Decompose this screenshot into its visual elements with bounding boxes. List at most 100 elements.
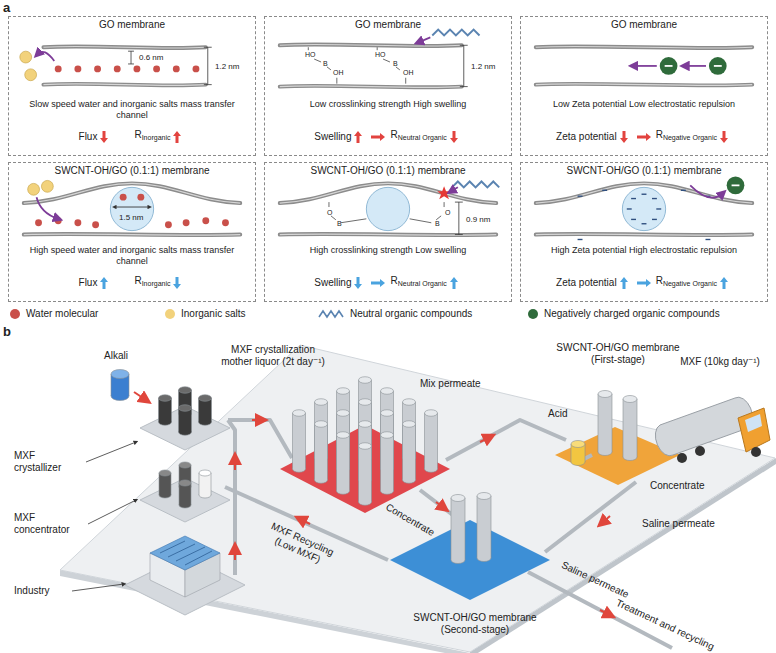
tank <box>403 421 416 484</box>
panel-title: SWCNT-OH/GO (0.1:1) membrane <box>566 165 721 176</box>
rejection-subscript: Neutral Organic <box>398 280 447 287</box>
rejection-symbol: R <box>390 275 397 286</box>
panel-letter: a <box>3 0 10 15</box>
trend-arrow <box>354 131 362 143</box>
legend-zigzag <box>318 309 344 319</box>
tank <box>571 441 585 466</box>
dimension-label: O <box>327 209 332 216</box>
tank <box>179 480 191 508</box>
panel-description: High crosslinking strength Low swelling <box>310 245 467 255</box>
legend-text: Inorganic salts <box>181 308 245 320</box>
rejection-symbol: R <box>134 129 141 140</box>
label-wrap: Industry <box>14 585 50 597</box>
label-wrap: Saline permeate <box>642 518 715 530</box>
dimension-label: 0.6 nm <box>139 53 163 62</box>
dimension-label: HO <box>305 51 316 58</box>
panel-description: Low Zeta potential Low electrostatic rep… <box>553 99 735 109</box>
effect-arrow <box>637 133 651 141</box>
legend-text: Water molecular <box>26 308 98 320</box>
rejection-subscript: Inorganic <box>142 280 171 287</box>
property-name: Zeta potential <box>556 277 617 289</box>
effect-row: FluxRInorganic <box>9 129 255 144</box>
title-wrap: GO membrane <box>265 19 511 31</box>
panel-box: GO membraneLow Zeta potential Low electr… <box>520 16 768 156</box>
label-wrap: OH <box>403 69 414 77</box>
panel-box: GO membraneSlow speed water and inorgani… <box>8 16 256 156</box>
rejection-subscript: Negative Organic <box>663 280 717 287</box>
dimension-label: B <box>393 60 398 67</box>
effect-arrow <box>637 279 651 287</box>
title-wrap: SWCNT-OH/GO (0.1:1) membrane <box>9 165 255 177</box>
legend-swatch <box>10 309 20 319</box>
process-label: MXF crystallizer <box>14 450 61 473</box>
legend-item: Inorganic salts <box>165 308 245 320</box>
legend-swatch <box>165 309 175 319</box>
trend-arrow <box>720 131 728 143</box>
panel-box: SWCNT-OH/GO (0.1:1) membraneHigh crossli… <box>264 162 512 302</box>
dimension-label: 1.2 nm <box>471 62 495 71</box>
desc-wrap: High Zeta potential High electrostatic r… <box>525 245 763 256</box>
panel-description: High Zeta potential High electrostatic r… <box>551 245 737 255</box>
desc-wrap: High crosslinking strength Low swelling <box>269 245 507 256</box>
label-wrap: Acid <box>548 408 567 420</box>
dimension-label: 1.2 nm <box>215 62 239 71</box>
tank <box>451 495 465 564</box>
membrane-illustration <box>265 163 511 253</box>
property-name: Swelling <box>314 277 351 289</box>
title-wrap: SWCNT-OH/GO (0.1:1) membrane <box>265 165 511 177</box>
trend-arrow <box>720 277 728 289</box>
process-label: MXF (10kg day⁻¹) <box>680 356 760 367</box>
legend-text: Neutral organic compounds <box>350 308 472 320</box>
tank <box>381 432 394 495</box>
label-wrap: MXF concentrator <box>14 512 86 536</box>
dimension-label: B <box>435 220 440 227</box>
tank <box>111 370 129 401</box>
process-label: MXF concentrator <box>14 512 70 535</box>
legend-item: Water molecular <box>10 308 98 320</box>
legend-text: Negatively charged organic compounds <box>544 308 720 320</box>
effect-arrow <box>371 279 385 287</box>
process-label: Concentrate <box>650 480 704 491</box>
process-label: SWCNT-OH/GO membrane (First-stage) <box>556 342 679 365</box>
label-wrap: O <box>327 209 332 217</box>
label-wrap: 1.2 nm <box>471 62 495 72</box>
panel-title: SWCNT-OH/GO (0.1:1) membrane <box>54 165 209 176</box>
process-label: Acid <box>548 408 567 419</box>
trend-arrow <box>620 131 628 143</box>
process-label: Mix permeate <box>420 378 481 389</box>
panel-title: SWCNT-OH/GO (0.1:1) membrane <box>310 165 465 176</box>
panel-letter: b <box>3 324 11 339</box>
trend-arrow <box>100 277 108 289</box>
trend-arrow <box>173 131 181 143</box>
label-wrap: SWCNT-OH/GO membrane (First-stage) <box>548 342 688 366</box>
rejection-wrap: RNegative Organic <box>656 129 717 144</box>
label-wrap: Mix permeate <box>420 378 481 390</box>
process-label: Industry <box>14 585 50 596</box>
rejection-symbol: R <box>390 129 397 140</box>
process-label: Saline permeate <box>642 518 715 529</box>
label-wrap: 1.5 nm <box>119 213 143 223</box>
tank <box>623 396 637 461</box>
rejection-wrap: RInorganic <box>134 275 170 290</box>
label-wrap: 1.2 nm <box>215 62 239 72</box>
desc-wrap: Low Zeta potential Low electrostatic rep… <box>525 99 763 110</box>
label-wrap: B <box>337 220 342 228</box>
legend-swatch <box>528 309 538 319</box>
trend-arrow <box>620 277 628 289</box>
property-name: Zeta potential <box>556 131 617 143</box>
legend-item: Neutral organic compounds <box>318 308 472 320</box>
desc-wrap: Low crosslinking strength High swelling <box>269 99 507 110</box>
label-wrap: Concentrate <box>650 480 704 492</box>
trend-arrow <box>100 131 108 143</box>
label-wrap: OH <box>333 69 344 77</box>
label-wrap: a <box>3 0 10 16</box>
effect-row: SwellingRNeutral Organic <box>265 129 511 144</box>
membrane-illustration <box>521 17 767 107</box>
dimension-label: HO <box>375 51 386 58</box>
legend-item: Negatively charged organic compounds <box>528 308 720 320</box>
label-wrap: SWCNT-OH/GO membrane (Second-stage) <box>400 612 550 636</box>
tank <box>337 432 350 495</box>
dimension-label: 0.9 nm <box>466 215 490 224</box>
rejection-symbol: R <box>656 275 663 286</box>
